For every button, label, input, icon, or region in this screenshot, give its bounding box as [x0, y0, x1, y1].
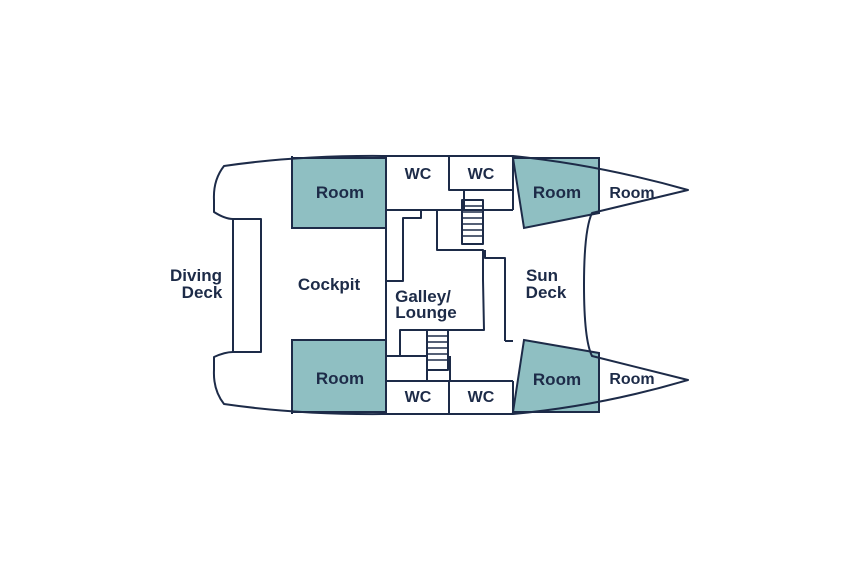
galley-lounge-label-1: Galley/	[395, 287, 451, 306]
room-bottom-left	[291, 339, 387, 413]
room-label-bottom-mid: Room	[533, 370, 581, 389]
room-label-top-mid: Room	[533, 183, 581, 202]
stairs-upper	[461, 199, 484, 245]
galley-lounge-label-2: Lounge	[395, 303, 456, 322]
sun-deck-label-1: Sun	[526, 266, 558, 285]
wc-label-bottom-2: WC	[468, 389, 495, 406]
diving-deck-label-1: Diving	[170, 266, 222, 285]
wc-label-top-2: WC	[468, 166, 495, 183]
room-label-bottom-left: Room	[316, 369, 364, 388]
diving-deck-label-2: Deck	[182, 283, 223, 302]
room-label-top-bow: Room	[609, 185, 654, 202]
room-label-top-left: Room	[316, 183, 364, 202]
cockpit-label: Cockpit	[298, 275, 361, 294]
sun-deck-label-2: Deck	[526, 283, 567, 302]
stairs-lower	[426, 329, 449, 371]
wc-top-walls	[385, 156, 514, 211]
wc-label-bottom-1: WC	[405, 389, 432, 406]
wc-label-top-1: WC	[405, 166, 432, 183]
hull-outline	[212, 154, 689, 416]
room-label-bottom-bow: Room	[609, 371, 654, 388]
galley-walls	[385, 190, 513, 381]
